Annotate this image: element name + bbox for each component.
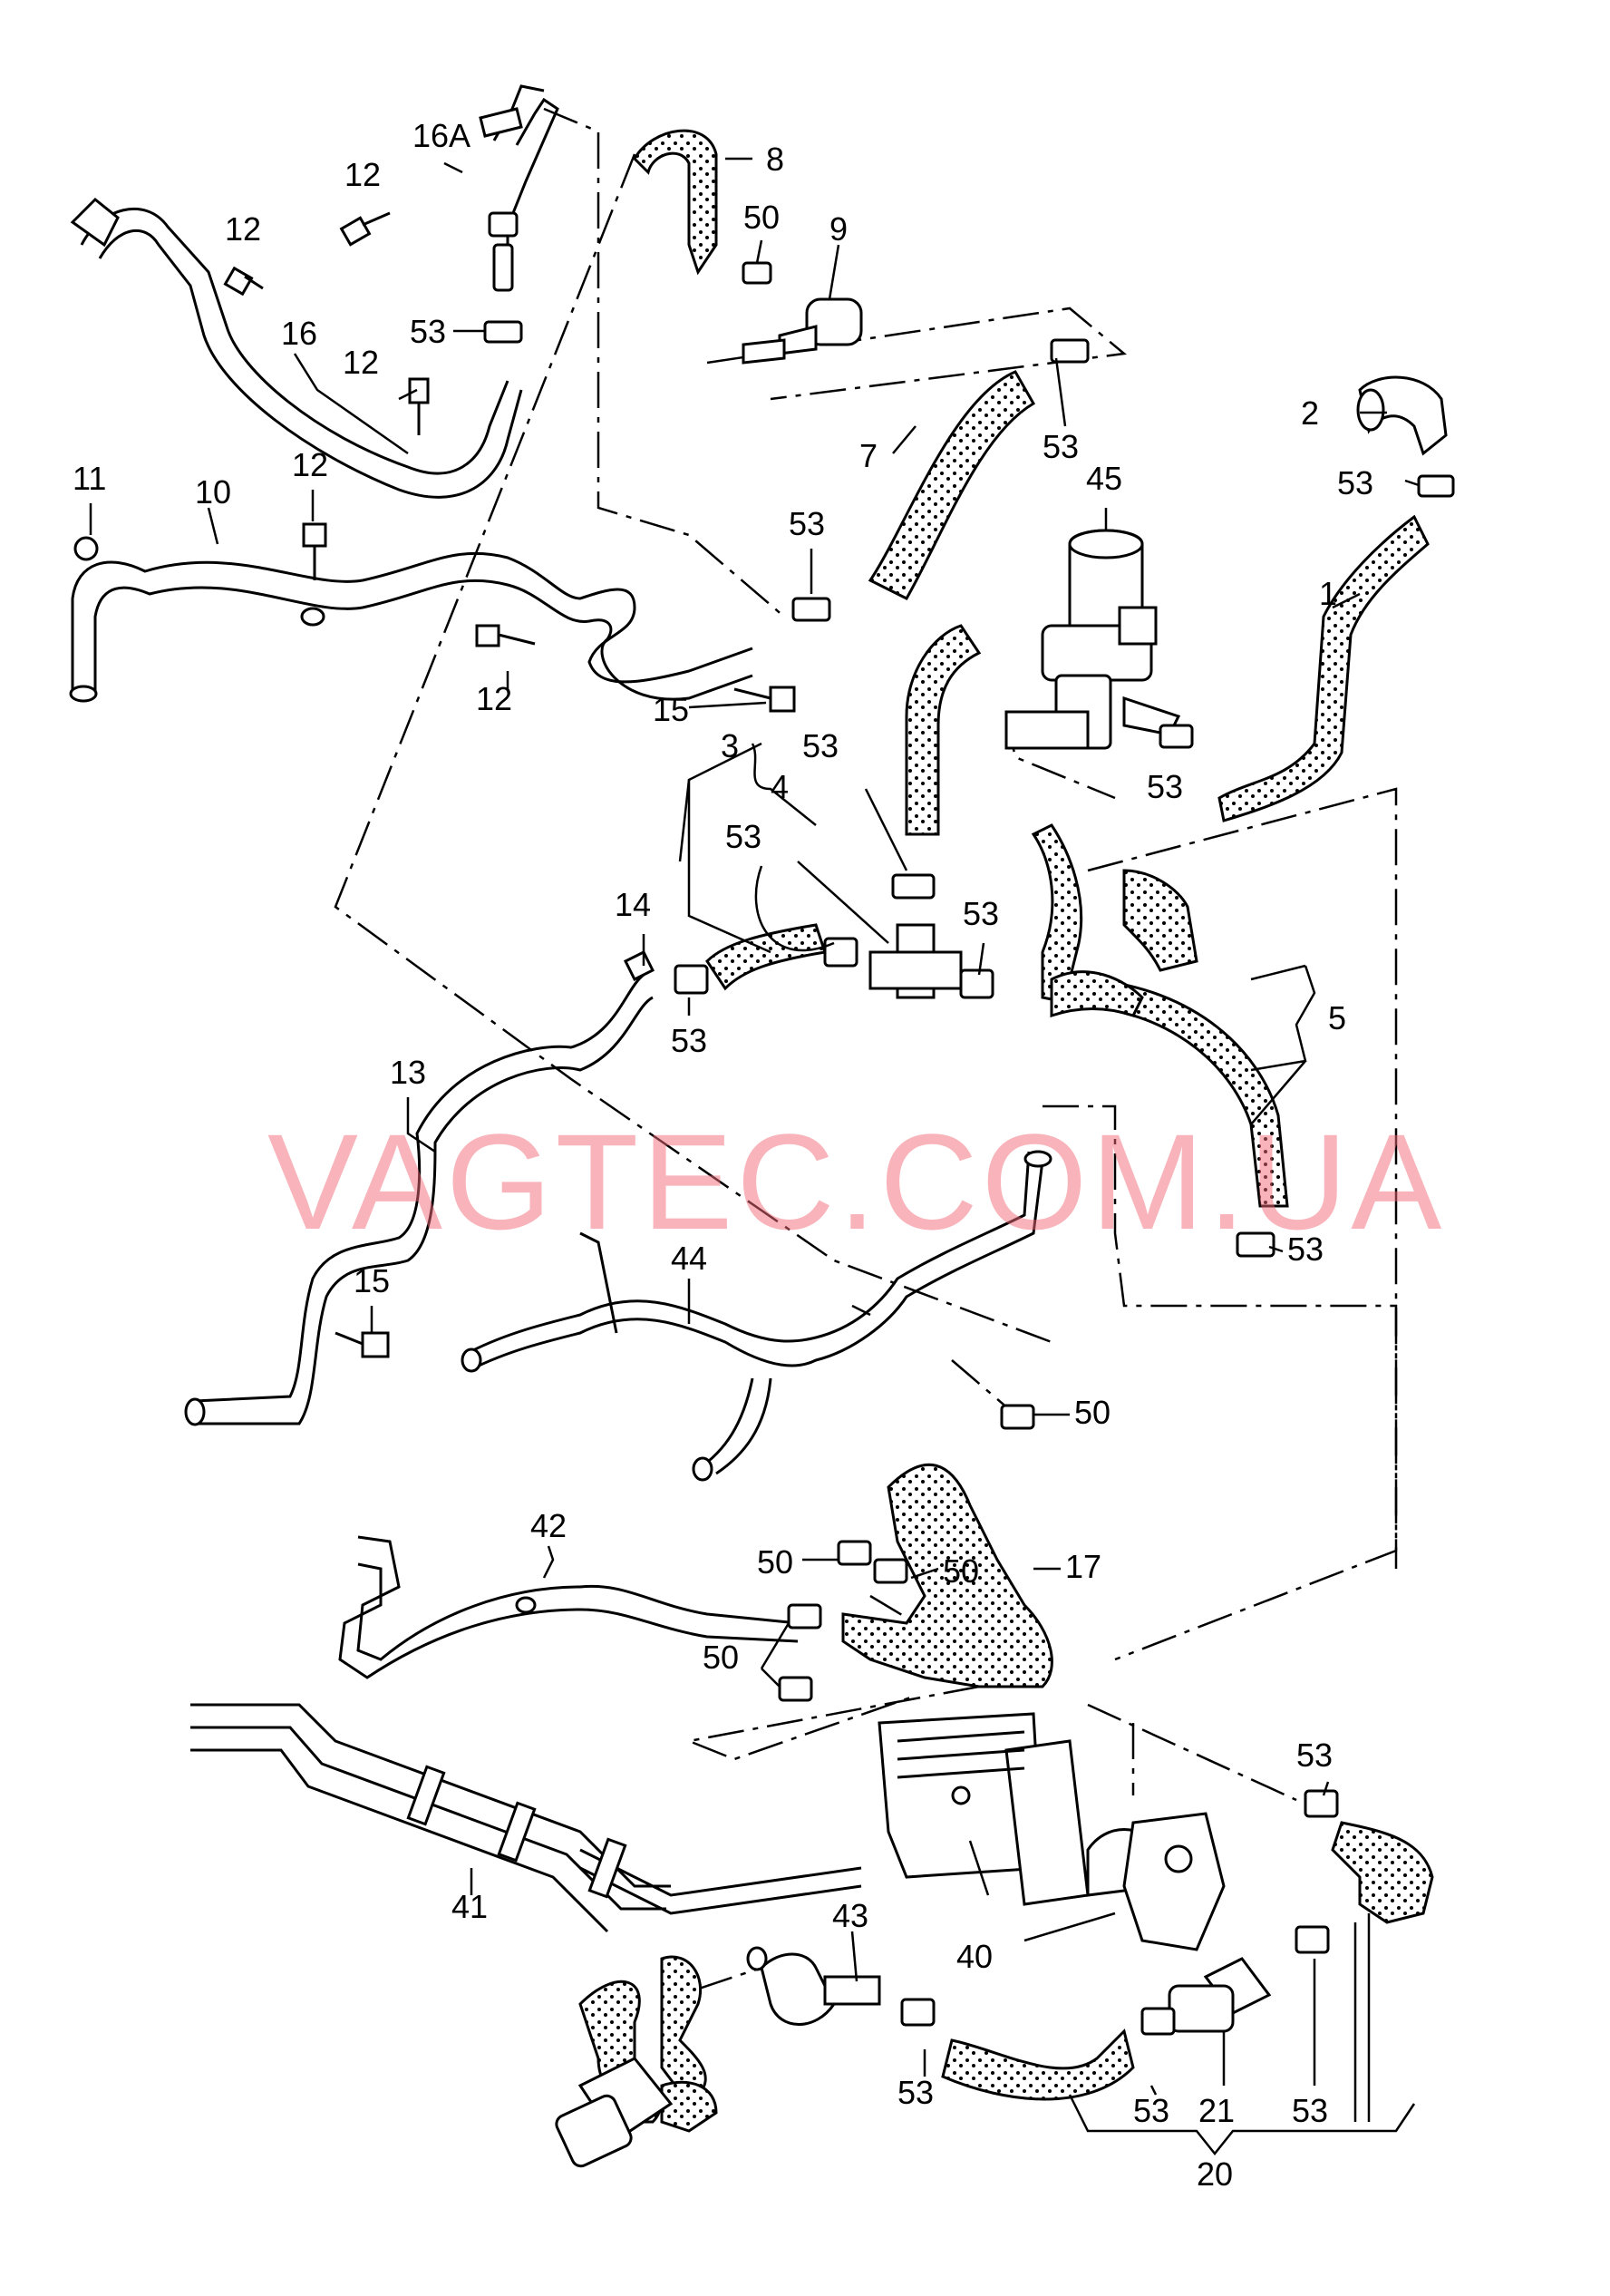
pipe-13	[184, 973, 654, 1426]
pipe-10	[69, 551, 753, 703]
label-53: 53	[1043, 428, 1079, 465]
label-12: 12	[225, 210, 261, 248]
label-21: 21	[1198, 2092, 1235, 2129]
label-15: 15	[653, 691, 689, 728]
label-45: 45	[1086, 460, 1122, 497]
label-2: 2	[1301, 394, 1319, 432]
label-43: 43	[832, 1897, 868, 1934]
label-16: 16	[281, 315, 317, 352]
label-50: 50	[757, 1543, 793, 1581]
label-53: 53	[410, 313, 446, 350]
label-53: 53	[897, 2074, 934, 2111]
label-1: 1	[1319, 575, 1337, 612]
label-53: 53	[802, 727, 839, 764]
label-53: 53	[1133, 2092, 1169, 2129]
pipe-44	[461, 1150, 1052, 1482]
label-50: 50	[703, 1639, 739, 1676]
component-4-tee	[868, 923, 963, 999]
label-50: 50	[1074, 1394, 1111, 1431]
label-53: 53	[1337, 464, 1373, 501]
component-40-cooler	[878, 1712, 1226, 1951]
pipe-16a	[479, 84, 559, 290]
component-45-valve	[1004, 529, 1181, 750]
label-7: 7	[859, 437, 878, 474]
label-5: 5	[1328, 999, 1346, 1036]
component-2-elbow	[1356, 375, 1448, 456]
label-53: 53	[1296, 1737, 1333, 1774]
label-53: 53	[1292, 2092, 1328, 2129]
component-41-valve	[555, 2057, 674, 2168]
label-13: 13	[390, 1054, 426, 1091]
label-53: 53	[1287, 1231, 1324, 1268]
label-3: 3	[721, 727, 739, 764]
leader-lines	[89, 157, 1420, 2156]
component-43-flange	[746, 1946, 881, 2026]
label-12: 12	[344, 156, 381, 193]
label-16a: 16A	[412, 117, 470, 154]
label-20: 20	[1197, 2155, 1233, 2193]
label-8: 8	[766, 141, 784, 178]
bolts	[73, 211, 796, 1358]
lines-41	[190, 1703, 862, 1933]
label-9: 9	[829, 210, 848, 248]
part-labels: 16A 8 12 50 9 12 16 53 12 7 53 2 45 53 1…	[73, 117, 1373, 2193]
label-42: 42	[530, 1507, 567, 1544]
label-53: 53	[725, 818, 761, 855]
hoses	[578, 129, 1434, 2133]
label-17: 17	[1065, 1548, 1101, 1585]
label-11: 11	[73, 460, 106, 497]
watermark-text: VAGTEC.COM.UA	[267, 1105, 1445, 1258]
component-21-filter	[1168, 1957, 1272, 2033]
label-50: 50	[743, 199, 780, 236]
pipe-16	[70, 197, 523, 499]
clamps	[483, 211, 1455, 2036]
label-10: 10	[195, 473, 231, 511]
label-14: 14	[615, 886, 651, 923]
label-4: 4	[771, 768, 789, 805]
label-12: 12	[476, 680, 512, 717]
label-50: 50	[943, 1552, 979, 1590]
label-12: 12	[343, 344, 379, 381]
label-40: 40	[956, 1938, 993, 1975]
label-15: 15	[354, 1262, 390, 1299]
label-53: 53	[671, 1022, 707, 1059]
component-9-connector	[742, 297, 863, 365]
label-41: 41	[451, 1888, 488, 1925]
pipe-42	[338, 1535, 799, 1679]
label-53: 53	[963, 895, 999, 932]
label-53: 53	[789, 505, 825, 542]
label-12: 12	[292, 446, 328, 483]
label-44: 44	[671, 1240, 707, 1277]
label-53: 53	[1147, 768, 1183, 805]
